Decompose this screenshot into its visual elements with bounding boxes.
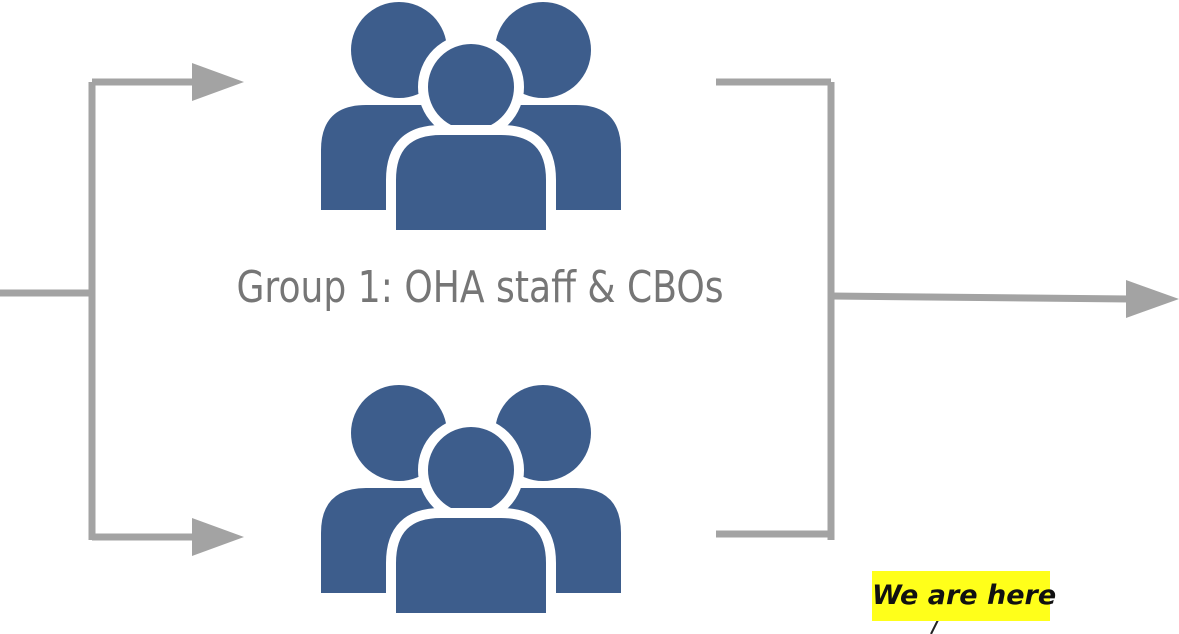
people-group-icon — [321, 2, 621, 235]
callout-pointer — [930, 619, 939, 634]
top-branch-arrowhead — [192, 63, 244, 101]
we-are-here-callout: We are here — [872, 571, 1056, 621]
output-arrowhead — [1126, 280, 1179, 318]
bottom-branch-arrowhead — [192, 518, 244, 556]
group-1-label: Group 1: OHA staff & CBOs — [236, 262, 724, 313]
right-bracket — [716, 78, 1131, 540]
left-bracket — [0, 78, 198, 541]
people-group-icon — [321, 385, 621, 618]
output-line — [830, 292, 1131, 303]
